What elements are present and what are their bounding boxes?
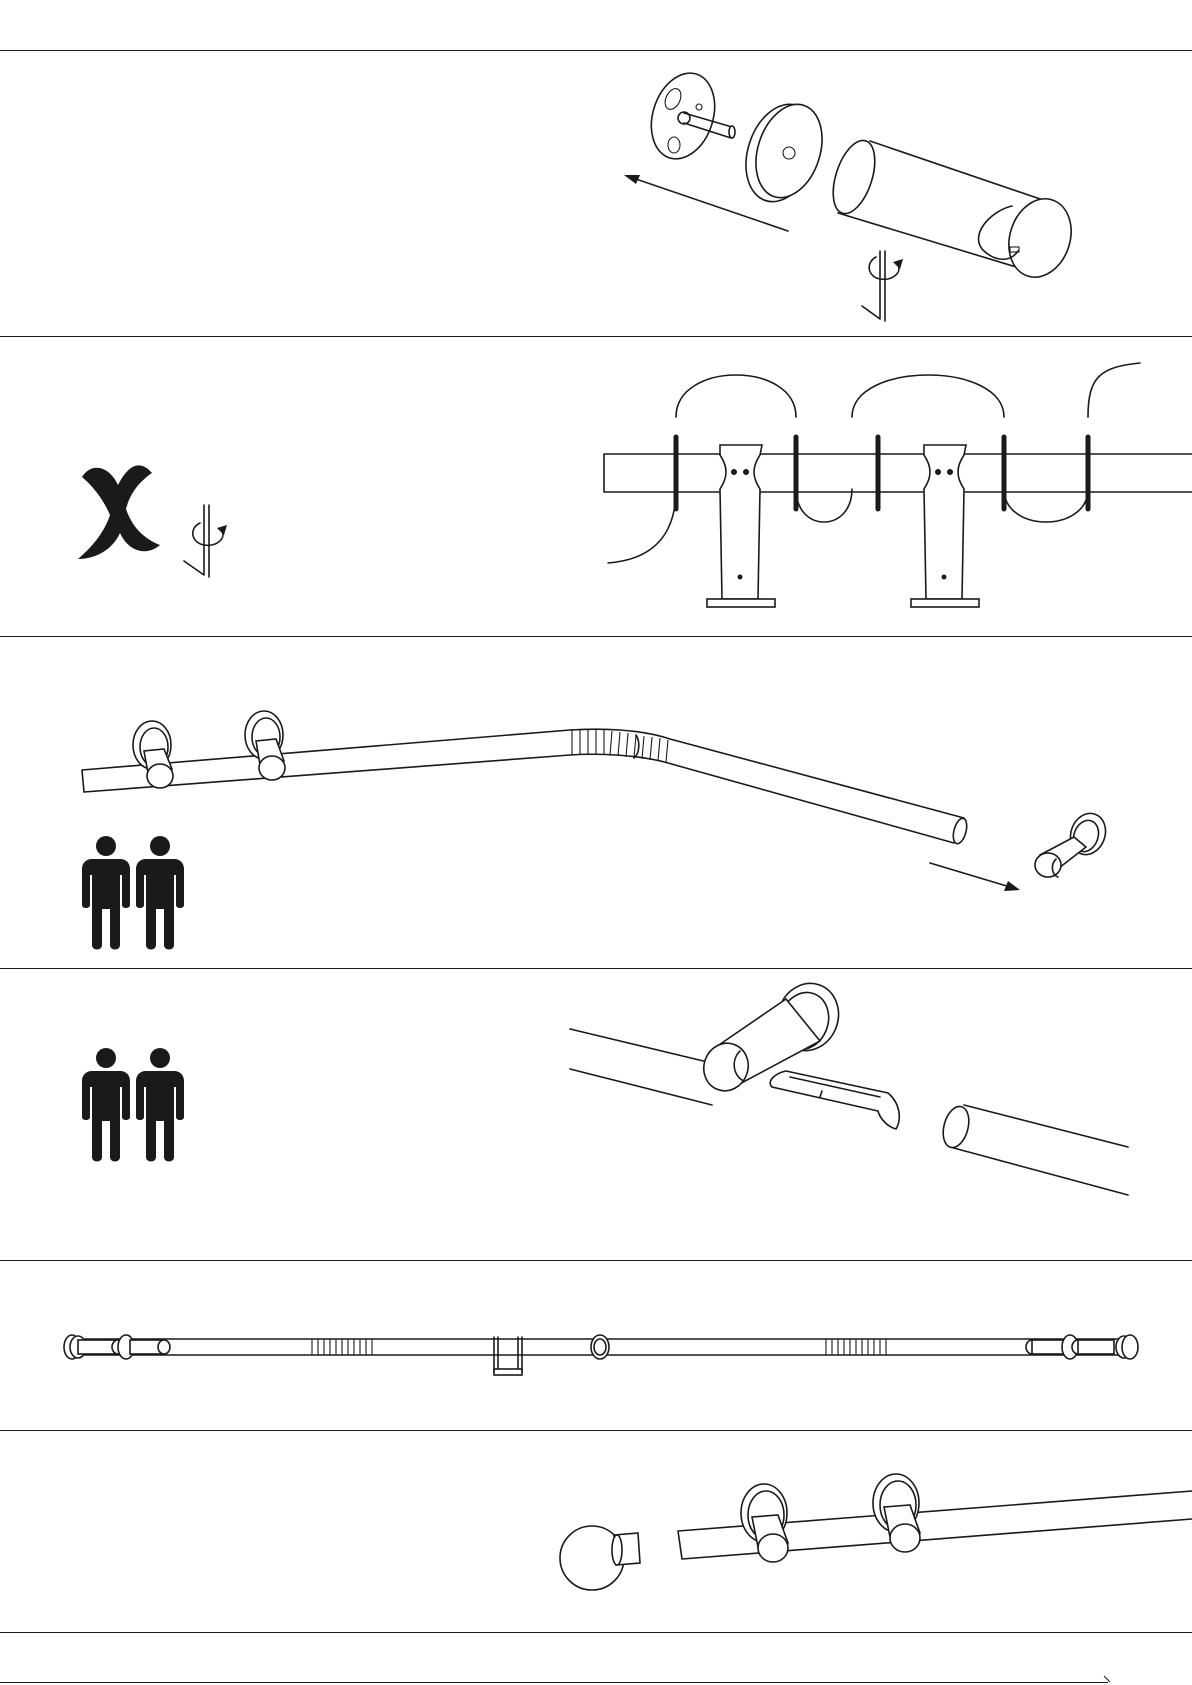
- center-bracket: [494, 1337, 522, 1375]
- step-2-illustration: [0, 337, 1192, 636]
- step-5-illustration: [0, 1261, 1192, 1430]
- rod-bracket: [741, 1484, 788, 1562]
- rod-left: [570, 1029, 720, 1105]
- two-persons-icon: [82, 836, 184, 950]
- two-persons-icon: [82, 1048, 184, 1162]
- step-4-panel: [0, 969, 1192, 1260]
- ball-finial: [560, 1526, 640, 1590]
- rod-bracket: [1035, 808, 1111, 877]
- wall-plate: [641, 65, 735, 167]
- x-mark-icon: [78, 465, 160, 559]
- step-2-panel: [0, 337, 1192, 636]
- step-3-illustration: [0, 637, 1192, 968]
- bracket-cylinder: [825, 135, 1081, 285]
- step-4-illustration: [0, 969, 1192, 1260]
- rod-bracket: [245, 711, 285, 780]
- step-3-panel: [0, 637, 1192, 968]
- cap-disc: [734, 95, 833, 211]
- step-1-illustration: [0, 51, 1192, 336]
- step-1-panel: [0, 51, 1192, 336]
- divider: [0, 1632, 1192, 1633]
- step-6-illustration: [0, 1431, 1192, 1632]
- arrow-icon: [930, 863, 1020, 891]
- allen-key-icon: [862, 251, 903, 321]
- step-5-panel: [0, 1261, 1192, 1430]
- bent-rod: [82, 729, 969, 845]
- step-6-panel: [0, 1431, 1192, 1632]
- allen-key-icon: [184, 505, 227, 577]
- rod-bracket: [707, 445, 775, 607]
- divider: [0, 1682, 1108, 1683]
- curtain-rod: [604, 454, 1192, 492]
- rod-bracket: [911, 445, 979, 607]
- rod-connector: [770, 1071, 899, 1129]
- curtain-fabric: [608, 363, 1140, 563]
- rod-bracket: [133, 721, 173, 788]
- rod-bracket: [873, 1474, 920, 1552]
- center-bracket-end: [591, 1335, 609, 1359]
- rod-right: [939, 1104, 1128, 1195]
